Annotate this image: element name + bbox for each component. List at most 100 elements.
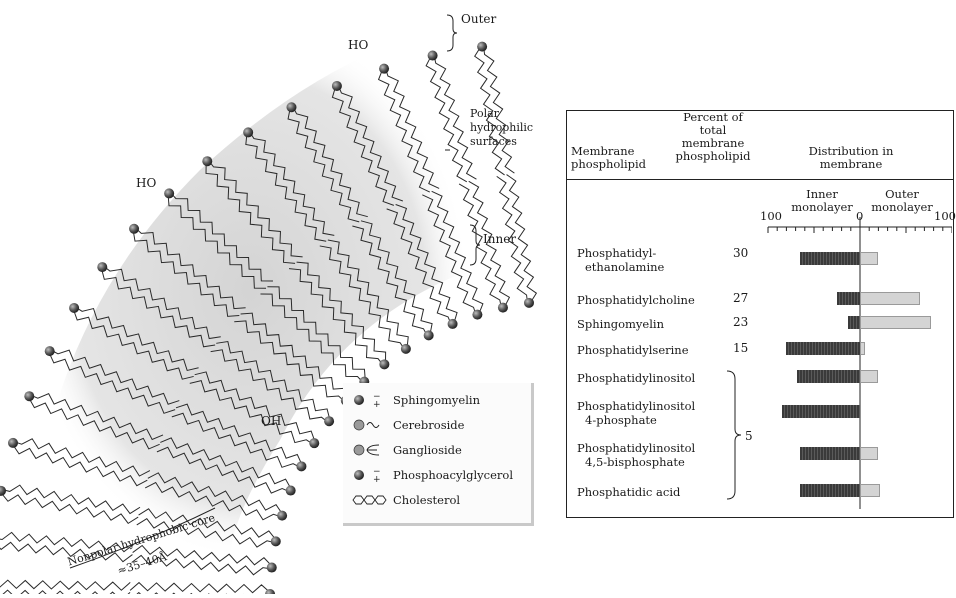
headgroup-ball bbox=[164, 188, 175, 199]
acyl-chain bbox=[331, 86, 395, 206]
legend-item-cerebroside: Cerebroside bbox=[349, 416, 464, 434]
membrane-bilayer-diagram: Outer Inner Polar hydrophilic surfaces H… bbox=[0, 12, 538, 598]
acyl-chain bbox=[132, 229, 240, 317]
acyl-chain bbox=[100, 268, 216, 348]
headgroup-ball bbox=[8, 437, 19, 448]
acyl-chain bbox=[72, 309, 194, 380]
distribution-axis bbox=[726, 217, 952, 509]
outer-monolayer-bar bbox=[860, 316, 931, 329]
col-header-percent-line2: total bbox=[699, 123, 727, 137]
col-header-percent-line4: phospholipid bbox=[675, 149, 751, 163]
acyl-chain bbox=[240, 312, 348, 400]
acyl-chain bbox=[189, 380, 314, 445]
acyl-chain bbox=[468, 180, 511, 308]
phospholipid-name-line1: Phosphatidylinositol bbox=[577, 371, 696, 385]
bilayer-drawing bbox=[0, 14, 538, 598]
acyl-chain bbox=[296, 261, 387, 364]
ho-label-mid: HO bbox=[136, 176, 157, 190]
acyl-chain bbox=[136, 517, 276, 548]
acyl-chain bbox=[377, 69, 431, 193]
acyl-chain bbox=[175, 403, 303, 466]
acyl-chain bbox=[129, 581, 271, 594]
phospholipid-name-line2: 4,5-bisphosphate bbox=[585, 455, 685, 469]
sphingomyelin-headgroup-icon: −+ bbox=[354, 392, 381, 410]
ganglioside-headgroup-icon bbox=[353, 444, 380, 456]
headgroup-ball bbox=[296, 461, 307, 472]
phospholipid-name-line1: Sphingomyelin bbox=[577, 317, 664, 331]
svg-text:+: + bbox=[373, 475, 381, 484]
acyl-chain bbox=[496, 175, 529, 304]
acyl-chain bbox=[0, 491, 139, 525]
inner-monolayer-label-line1: Inner bbox=[806, 187, 838, 201]
acyl-chain bbox=[147, 472, 283, 515]
acyl-chain bbox=[0, 589, 131, 598]
phospholipid-name: Phosphatidylcholine bbox=[577, 293, 695, 307]
polar-label-2: hydrophilic bbox=[470, 121, 534, 134]
acyl-chain bbox=[208, 159, 303, 258]
cholesterol-ring-icon bbox=[352, 495, 387, 505]
outer-monolayer-bar bbox=[860, 447, 879, 460]
phospholipid-name: Sphingomyelin bbox=[577, 317, 664, 331]
headgroup-ball bbox=[277, 510, 288, 521]
acyl-chain bbox=[433, 55, 477, 180]
headgroup-ball bbox=[324, 416, 335, 427]
headgroup-ball bbox=[202, 156, 213, 167]
group-percent: 5 bbox=[745, 429, 753, 443]
phospholipid-name-line1: Phosphatidylinositol bbox=[577, 399, 696, 413]
percent-value: 30 bbox=[733, 246, 749, 260]
outer-monolayer-bar bbox=[860, 484, 881, 497]
outer-monolayer-label: Outer monolayer bbox=[867, 188, 937, 214]
inner-monolayer-bar bbox=[848, 316, 860, 329]
phospholipid-name-line1: Phosphatidyl- bbox=[577, 246, 657, 260]
acyl-chain bbox=[102, 265, 221, 340]
acyl-chain bbox=[138, 508, 277, 541]
acyl-chain bbox=[50, 349, 180, 405]
cerebroside-headgroup-icon bbox=[353, 419, 380, 431]
phospholipid-name-line1: Phosphatidic acid bbox=[577, 485, 681, 499]
phospholipid-name-line2: 4-phosphate bbox=[585, 413, 657, 427]
inner-monolayer-label: Inner monolayer bbox=[787, 188, 857, 214]
svg-text:+: + bbox=[373, 400, 381, 409]
headgroup-ball bbox=[423, 330, 434, 341]
legend-label: Sphingomyelin bbox=[393, 393, 480, 407]
axis-tick-left: 100 bbox=[760, 209, 782, 223]
inner-monolayer-bar bbox=[800, 484, 860, 497]
legend-item-cholesterol: Cholesterol bbox=[349, 491, 460, 509]
acyl-chain bbox=[267, 286, 366, 381]
outer-monolayer-bar bbox=[860, 342, 865, 355]
acyl-chain bbox=[431, 190, 484, 315]
acyl-chain bbox=[74, 306, 199, 372]
svg-text:−: − bbox=[373, 467, 381, 477]
outer-brace bbox=[446, 14, 458, 52]
percent-value: 15 bbox=[733, 341, 749, 355]
group-brace bbox=[726, 370, 742, 500]
col-header-distribution-line2: membrane bbox=[819, 157, 883, 171]
acyl-chain bbox=[160, 437, 292, 490]
acyl-chain bbox=[245, 133, 327, 242]
col-header-phospholipid: Membrane phospholipid bbox=[571, 145, 657, 171]
headgroup-ball bbox=[379, 63, 390, 74]
headgroup-ball bbox=[69, 302, 80, 313]
acyl-chain bbox=[422, 194, 477, 316]
acyl-chain bbox=[248, 131, 335, 236]
acyl-chain bbox=[13, 438, 151, 477]
fatty-acid-tails bbox=[0, 46, 538, 598]
acyl-chain bbox=[260, 293, 364, 384]
headgroup-ball bbox=[266, 562, 277, 573]
col-header-phospholipid-line2: phospholipid bbox=[571, 157, 647, 171]
acyl-chain bbox=[384, 67, 440, 189]
col-header-phospholipid-line1: Membrane bbox=[571, 144, 635, 158]
outer-monolayer-bar bbox=[860, 252, 879, 265]
acyl-chain bbox=[210, 349, 329, 423]
legend-label: Cholesterol bbox=[393, 493, 461, 507]
acyl-chain bbox=[216, 340, 331, 421]
axis-tick-zero: 0 bbox=[856, 209, 864, 223]
headgroup-ball bbox=[472, 309, 483, 320]
outer-monolayer-bar bbox=[860, 292, 920, 305]
acyl-chain bbox=[134, 227, 246, 310]
headgroup-ball bbox=[524, 297, 535, 308]
acyl-chain bbox=[292, 106, 368, 218]
percent-value: 27 bbox=[733, 291, 749, 305]
headgroup-ball bbox=[97, 262, 108, 273]
acyl-chain bbox=[425, 55, 468, 183]
